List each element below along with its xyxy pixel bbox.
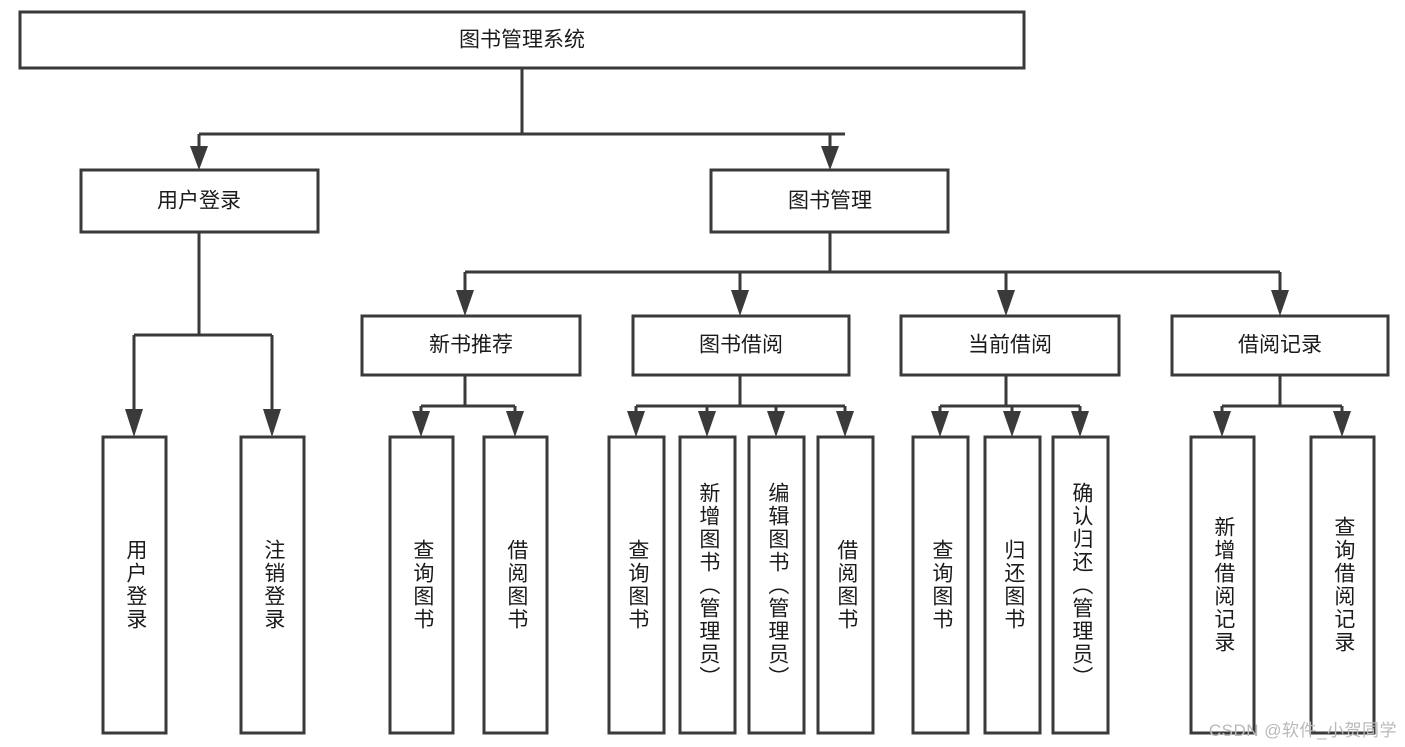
node-box-book-borrow[interactable] [631, 314, 851, 377]
node-box-book-manage[interactable] [709, 168, 950, 234]
connector-group-book-manage-to-level3 [456, 232, 1289, 316]
arrow-head-leaf-query-book-cur [931, 411, 949, 437]
arrow-head-leaf-edit-book [767, 411, 785, 437]
connector-group-book-borrow-children [627, 375, 854, 437]
node-label-borrow-record: 借阅记录 [1238, 334, 1322, 357]
node-label-user-login: 用户登录 [157, 190, 241, 213]
node-box-leaf-confirm-return[interactable] [1051, 435, 1110, 735]
node-new-book-rec[interactable]: 新书推荐 [360, 314, 582, 377]
node-box-leaf-return-book[interactable] [983, 435, 1042, 735]
node-box-leaf-borrow-book-bor[interactable] [816, 435, 875, 735]
arrow-head-leaf-query-book-rec [412, 411, 430, 437]
arrow-head-current-borrow [997, 290, 1015, 316]
node-box-user-login[interactable] [79, 168, 320, 234]
node-box-leaf-query-book-bor[interactable] [607, 435, 666, 735]
arrow-head-leaf-query-book-bor [627, 411, 645, 437]
node-label-root: 图书管理系统 [459, 29, 585, 52]
node-label-book-borrow: 图书借阅 [699, 334, 783, 357]
watermark-text: CSDN @软件_小贺同学 [1208, 721, 1397, 740]
leaf-box-layer [101, 435, 1376, 735]
connector-group-new-book-rec-children [412, 375, 524, 437]
node-user-login[interactable]: 用户登录 [79, 168, 320, 234]
node-book-borrow[interactable]: 图书借阅 [631, 314, 851, 377]
node-box-root[interactable] [18, 10, 1026, 70]
node-label-book-manage: 图书管理 [788, 190, 872, 213]
arrow-head-book-borrow [731, 290, 749, 316]
connector-group-current-borrow-children [931, 375, 1089, 437]
node-box-borrow-record[interactable] [1170, 314, 1390, 377]
node-current-borrow[interactable]: 当前借阅 [899, 314, 1121, 377]
node-box-leaf-add-record[interactable] [1189, 435, 1256, 735]
node-book-manage[interactable]: 图书管理 [709, 168, 950, 234]
node-label-current-borrow: 当前借阅 [968, 334, 1052, 357]
connector-group-borrow-record-children [1213, 375, 1351, 437]
arrow-head-leaf-logout [263, 409, 281, 437]
node-box-leaf-user-login[interactable] [101, 435, 168, 735]
arrow-head-user-login [190, 146, 208, 170]
node-box-leaf-query-record[interactable] [1309, 435, 1376, 735]
node-label-new-book-rec: 新书推荐 [429, 334, 513, 357]
node-box-new-book-rec[interactable] [360, 314, 582, 377]
connector-group-root-to-level2 [190, 68, 845, 170]
node-box-leaf-add-book[interactable] [678, 435, 737, 735]
node-box-leaf-borrow-book-rec[interactable] [482, 435, 549, 735]
arrow-head-leaf-add-record [1213, 411, 1231, 437]
arrow-head-new-book-rec [456, 290, 474, 316]
arrow-head-leaf-return-book [1003, 411, 1021, 437]
arrow-head-leaf-borrow-book-bor [836, 411, 854, 437]
node-borrow-record[interactable]: 借阅记录 [1170, 314, 1390, 377]
arrow-head-leaf-borrow-book-rec [506, 411, 524, 437]
connector-group-user-login-children [125, 232, 281, 437]
node-box-current-borrow[interactable] [899, 314, 1121, 377]
arrow-head-book-manage [821, 146, 839, 170]
arrow-head-borrow-record [1271, 290, 1289, 316]
node-root[interactable]: 图书管理系统 [18, 10, 1026, 70]
node-box-leaf-edit-book[interactable] [747, 435, 806, 735]
node-box-leaf-query-book-cur[interactable] [911, 435, 970, 735]
arrow-head-leaf-confirm-return [1071, 411, 1089, 437]
arrow-head-leaf-add-book [698, 411, 716, 437]
arrow-head-leaf-user-login [125, 409, 143, 437]
node-box-leaf-query-book-rec[interactable] [388, 435, 455, 735]
node-box-leaf-logout[interactable] [239, 435, 306, 735]
arrow-head-leaf-query-record [1333, 411, 1351, 437]
